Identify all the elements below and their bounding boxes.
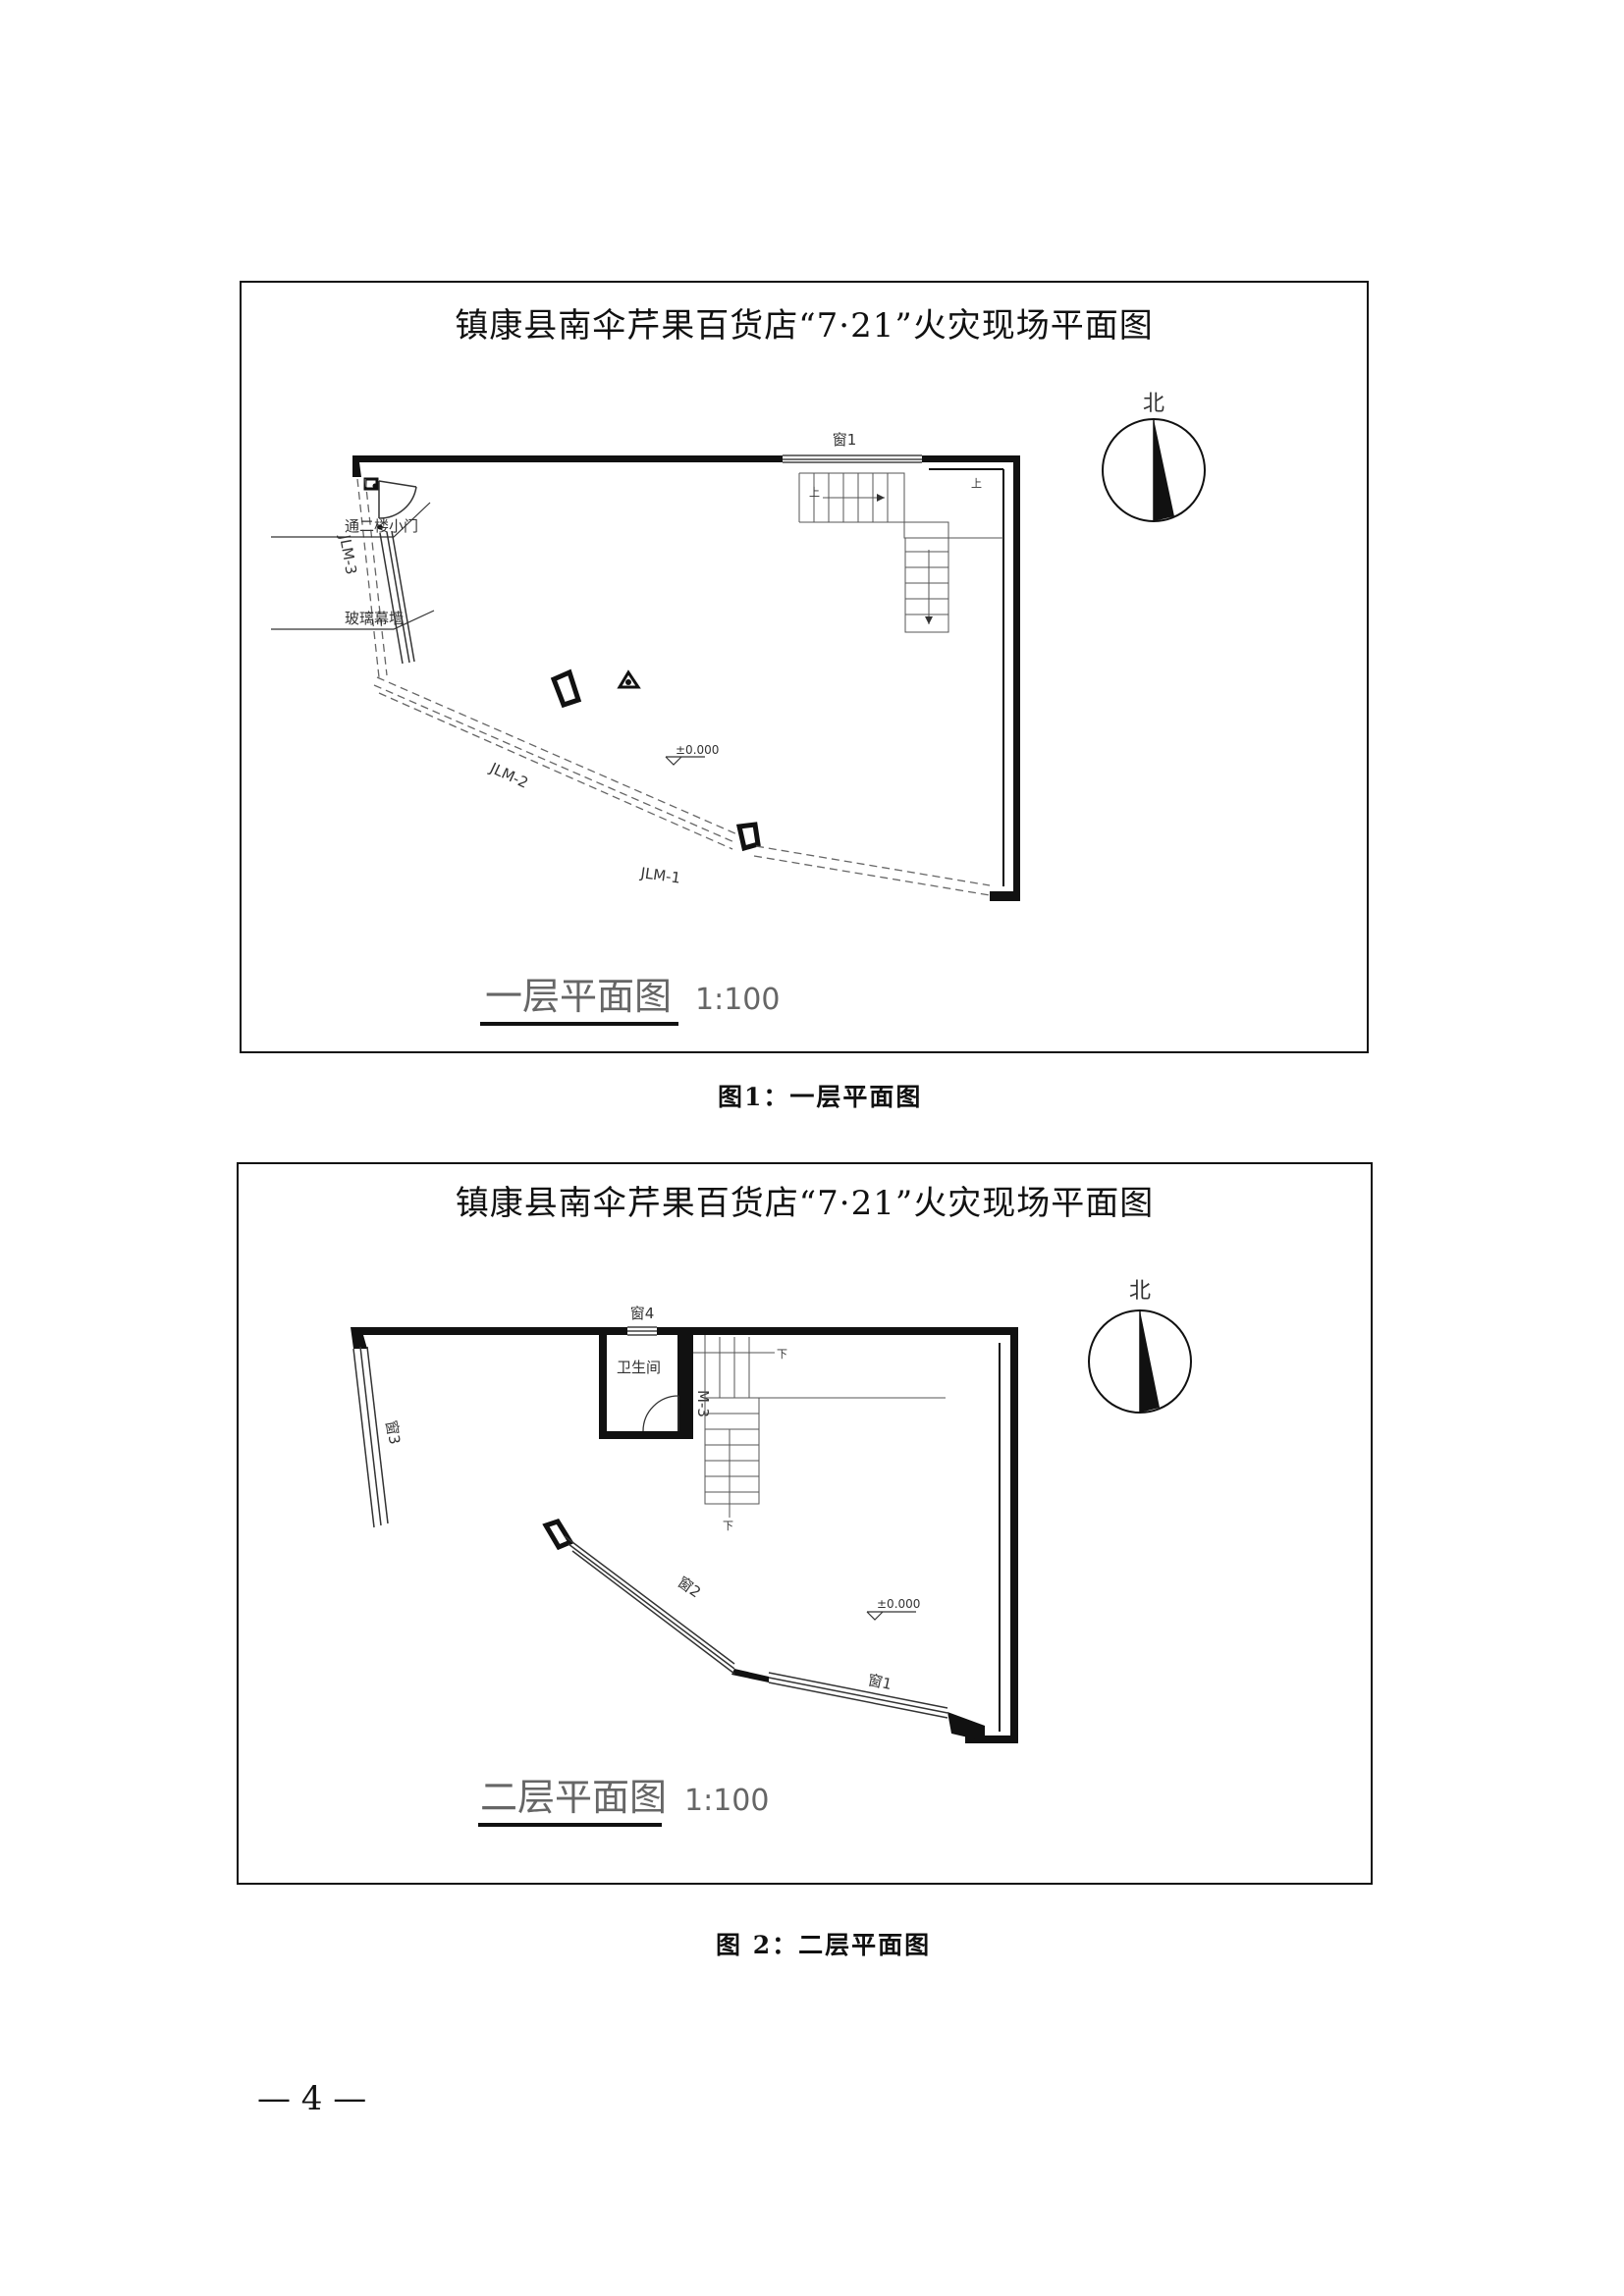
floor1-glass-curtain-wall — [379, 530, 415, 665]
floor1-stair-arrow-icon — [877, 494, 885, 502]
floor2-window2-label: 窗2 — [675, 1574, 704, 1602]
floor2-window1 — [768, 1672, 948, 1719]
floor1-elevation-label: ±0.000 — [676, 743, 719, 757]
floor2-m3-label: M-3 — [694, 1390, 712, 1417]
floor1-jlm3-shutter — [356, 478, 388, 678]
floor2-elevation-mark — [866, 1611, 916, 1621]
floor1-stair-up-label: 上 — [809, 486, 820, 499]
floor1-north-compass-icon — [1102, 418, 1206, 522]
floor2-toilet-label: 卫生间 — [617, 1359, 661, 1376]
page-number: — 4 — — [257, 2079, 367, 2118]
floor1-fire-origin-icon — [617, 669, 641, 689]
floor2-stair-down2-label: 下 — [723, 1520, 733, 1532]
floor1-leader-lines — [271, 502, 435, 630]
floor1-scale: 1:100 — [695, 983, 780, 1017]
floor2-north-label: 北 — [1129, 1279, 1151, 1304]
floor1-stair-arrow2-icon — [925, 616, 933, 624]
floor2-plan-title: 镇康县南伞芹果百货店“7·21”火灾现场平面图 — [455, 1184, 1155, 1223]
floor2-stairs — [693, 1335, 946, 1518]
floor1-elevation-mark — [665, 756, 705, 766]
floor1-jlm3-label: JLM-3 — [336, 533, 360, 576]
floor1-window1 — [783, 454, 922, 463]
floor1-plan-drawing: 窗1 上 上 — [271, 392, 1206, 1026]
floor1-north-label: 北 — [1143, 392, 1164, 416]
floor1-small-door — [378, 480, 417, 519]
floor1-jlm2-shutter — [373, 676, 738, 850]
floor2-plan-frame: 镇康县南伞芹果百货店“7·21”火灾现场平面图 窗4 卫生间 — [237, 1162, 1373, 1885]
floor1-small-door-label: 通二楼小门 — [345, 517, 418, 535]
floor2-north-compass-icon — [1088, 1309, 1192, 1414]
floor1-stair-up2-label: 上 — [971, 477, 982, 490]
floor2-window3 — [352, 1346, 389, 1528]
figure1-caption: 图1：一层平面图 — [718, 1083, 923, 1111]
floor2-elevation-label: ±0.000 — [877, 1597, 920, 1611]
floor1-plan-name: 一层平面图 — [485, 975, 672, 1018]
floor2-window2 — [564, 1535, 735, 1675]
floor2-window4-label: 窗4 — [630, 1305, 655, 1322]
floor1-jlm1-label: JLM-1 — [638, 864, 681, 887]
floor2-walls — [351, 1327, 1018, 1743]
floor1-glass-wall-label: 玻璃幕墙 — [345, 610, 404, 627]
figure2-caption: 图 2：二层平面图 — [716, 1931, 932, 1959]
floor2-window3-label: 窗3 — [382, 1419, 404, 1446]
floor2-plan-name: 二层平面图 — [480, 1776, 667, 1819]
floor1-jlm1-shutter — [753, 845, 991, 896]
floor1-window1-label: 窗1 — [833, 431, 857, 449]
floor2-window1-label: 窗1 — [866, 1671, 893, 1693]
floor1-plan-frame: 镇康县南伞芹果百货店“7·21”火灾现场平面图 窗1 — [240, 281, 1369, 1053]
floor1-stairs — [798, 472, 1003, 633]
floor1-plan-title: 镇康县南伞芹果百货店“7·21”火灾现场平面图 — [455, 306, 1154, 346]
floor2-stair-down-label: 下 — [777, 1348, 787, 1361]
floor2-toilet-door — [642, 1395, 679, 1432]
floor1-walls — [352, 455, 1020, 901]
floor1-jlm2-label: JLM-2 — [486, 759, 530, 792]
floor2-scale: 1:100 — [684, 1784, 769, 1818]
floor2-plan-drawing: 窗4 卫生间 M-3 下 下 — [351, 1279, 1192, 1827]
floor2-window4 — [627, 1326, 657, 1336]
